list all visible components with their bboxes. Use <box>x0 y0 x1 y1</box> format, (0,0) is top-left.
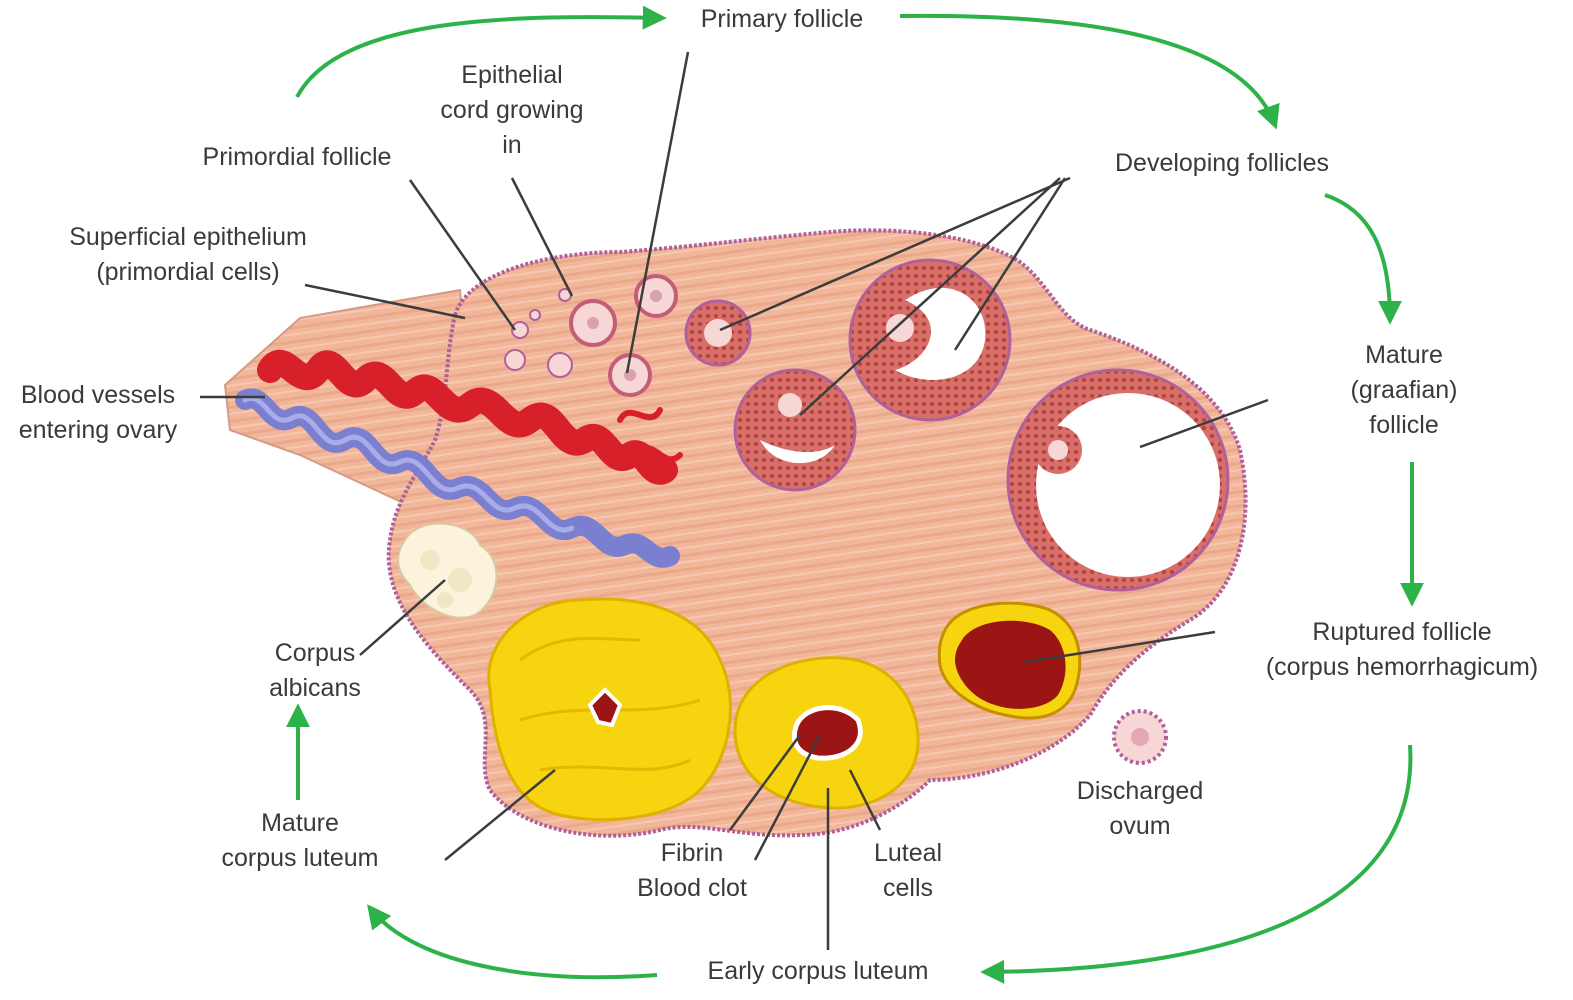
leader-luteal-cells <box>848 769 882 831</box>
leader-mature-follicle <box>1139 398 1269 449</box>
leader-primordial-follicle <box>408 179 517 331</box>
leader-corpus-albicans <box>359 579 446 656</box>
label-blood-vessels: Blood vessels entering ovary <box>18 381 178 444</box>
label-discharged-ovum: Discharged ovum <box>1076 777 1204 840</box>
arrow-to-developing <box>899 13 1280 130</box>
label-mature-follicle: Mature (graafian) follicle <box>1350 341 1458 439</box>
blood-vessels <box>235 349 683 568</box>
primordial-follicles <box>504 288 573 378</box>
label-luteal-cells: Luteal cells <box>873 839 943 902</box>
discharged-ovum <box>1112 709 1168 765</box>
label-developing-follicles: Developing follicles <box>1114 149 1330 177</box>
cycle-arrows <box>286 5 1424 984</box>
label-superficial-epithelium: Superficial epithelium (primordial cells… <box>69 223 307 286</box>
leader-fibrin <box>728 734 802 831</box>
label-ruptured-follicle: Ruptured follicle (corpus hemorrhagicum) <box>1265 618 1539 681</box>
label-corpus-albicans: Corpus albicans <box>269 639 361 702</box>
label-primordial-follicle: Primordial follicle <box>202 143 392 171</box>
label-fibrin-blood-clot: Fibrin Blood clot <box>637 839 747 902</box>
leader-mature-corpus-luteum <box>444 769 556 861</box>
developing-follicles <box>684 258 1012 492</box>
label-primary-follicle: Primary follicle <box>700 5 864 33</box>
arrow-to-mature <box>1324 193 1402 325</box>
leader-developing-1 <box>719 176 1071 332</box>
mature-corpus-luteum <box>487 597 732 822</box>
artery-branch <box>617 407 683 463</box>
leader-superficial-epithelium <box>304 283 466 320</box>
leader-ruptured-follicle <box>1024 630 1216 664</box>
leader-epithelial-cord <box>510 177 574 297</box>
arrow-to-early-cl <box>980 744 1413 984</box>
arrow-to-primary <box>295 5 667 98</box>
arrow-to-mature-cl <box>367 904 658 980</box>
leader-primary-follicle <box>625 51 690 374</box>
label-epithelial-cord: Epithelial cord growing in <box>440 61 584 159</box>
label-mature-corpus-luteum: Mature corpus luteum <box>221 809 379 872</box>
leader-blood-clot <box>753 734 822 861</box>
leader-developing-3 <box>953 177 1067 351</box>
leader-developing-2 <box>799 177 1061 416</box>
artery <box>257 349 678 485</box>
label-early-corpus-luteum: Early corpus luteum <box>707 957 929 985</box>
early-corpus-luteum <box>733 656 920 810</box>
vein-highlight <box>242 395 575 533</box>
corpus-hemorrhagicum <box>937 601 1082 720</box>
corpus-albicans <box>397 522 498 619</box>
mature-graafian-follicle <box>1006 368 1230 592</box>
leader-lines <box>200 51 1269 950</box>
